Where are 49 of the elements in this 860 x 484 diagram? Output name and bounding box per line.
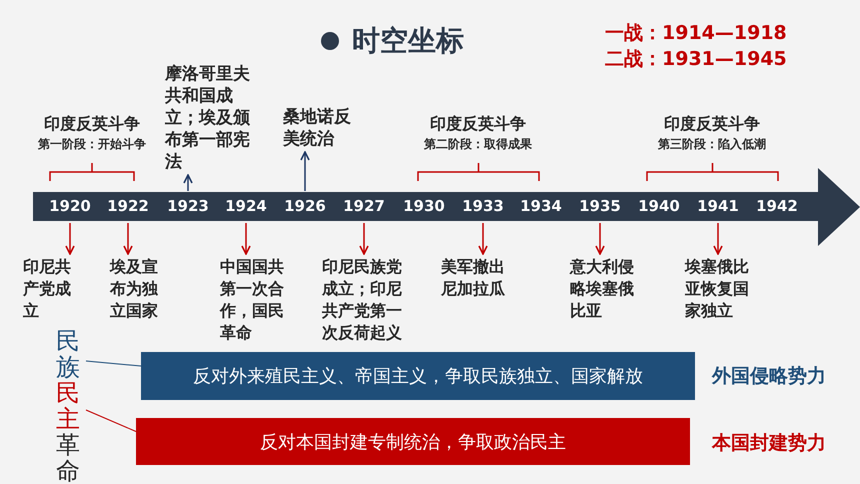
year-label: 1930	[399, 192, 449, 221]
arrow	[713, 223, 723, 255]
event-text: 印尼共产党成立	[23, 256, 76, 322]
statement-banner: 反对外来殖民主义、帝国主义，争取民族独立、国家解放	[141, 352, 695, 400]
phase-subtitle: 第一阶段：开始斗争	[38, 136, 146, 153]
year-label: 1926	[280, 192, 330, 221]
date-note: 一战：1914—1918	[605, 21, 787, 46]
phase-heading: 印度反英斗争	[44, 114, 140, 135]
side-label: 外国侵略势力	[712, 364, 826, 389]
arrow	[478, 223, 488, 255]
phase-heading: 印度反英斗争	[664, 114, 760, 135]
event-text: 桑地诺反美统治	[283, 106, 356, 150]
year-label: 1927	[339, 192, 389, 221]
vertical-heading: 民族	[56, 328, 80, 380]
year-label: 1924	[221, 192, 271, 221]
year-label: 1940	[634, 192, 684, 221]
year-label: 1941	[693, 192, 743, 221]
vertical-heading: 革命	[56, 432, 80, 484]
event-text: 埃及宣布为独立国家	[110, 256, 164, 322]
leader-line	[86, 410, 136, 432]
event-text: 意大利侵略埃塞俄比亚	[570, 256, 640, 322]
event-text: 摩洛哥里夫共和国成立；埃及颁布第一部宪法	[165, 63, 266, 173]
event-text: 印尼民族党成立；印尼共产党第一次反荷起义	[322, 256, 408, 344]
phase-heading: 印度反英斗争	[430, 114, 526, 135]
year-label: 1934	[516, 192, 566, 221]
year-label: 1935	[575, 192, 625, 221]
phase-subtitle: 第二阶段：取得成果	[424, 136, 532, 153]
year-label: 1922	[103, 192, 153, 221]
arrow	[595, 223, 605, 255]
arrow	[65, 223, 75, 255]
arrow	[123, 223, 133, 255]
year-label: 1920	[45, 192, 95, 221]
side-label: 本国封建势力	[712, 431, 826, 456]
phase-subtitle: 第三阶段：陷入低潮	[658, 136, 766, 153]
event-text: 中国国共第一次合作，国民革命	[220, 256, 290, 344]
event-text: 美军撤出尼加拉瓜	[441, 256, 510, 300]
leader-line	[86, 360, 142, 366]
year-label: 1923	[163, 192, 213, 221]
arrow	[241, 223, 251, 255]
title: 时空坐标	[352, 23, 464, 59]
arrow	[359, 223, 369, 255]
event-text: 埃塞俄比亚恢复国家独立	[685, 256, 754, 322]
statement-banner: 反对本国封建专制统治，争取政治民主	[136, 418, 690, 465]
date-note: 二战：1931—1945	[605, 47, 787, 72]
arrow	[183, 174, 193, 191]
year-label: 1933	[458, 192, 508, 221]
vertical-heading: 民主	[56, 380, 80, 432]
arrow	[300, 151, 310, 191]
year-label: 1942	[752, 192, 802, 221]
